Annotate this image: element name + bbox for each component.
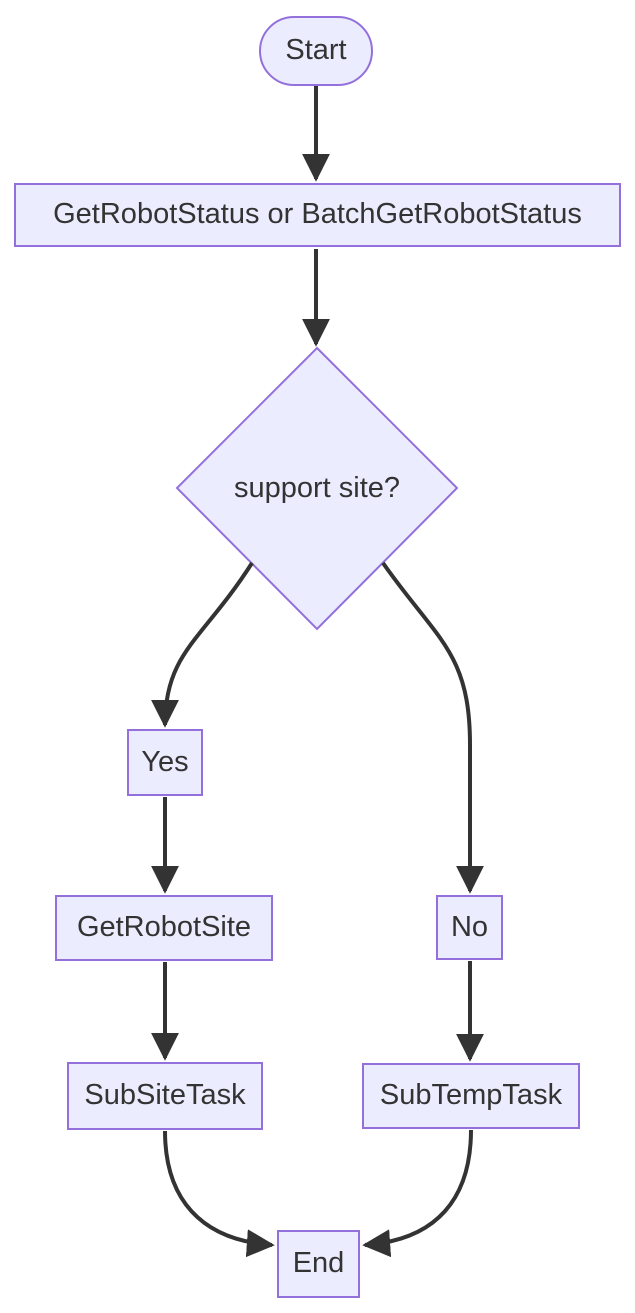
node-start: Start [259, 16, 373, 86]
node-support-site-decision-label: support site? [233, 471, 401, 504]
node-no: No [436, 895, 503, 960]
node-yes: Yes [127, 729, 203, 796]
edge-subsite-to-end [163, 1130, 275, 1258]
edge-support-to-no [381, 561, 484, 894]
node-sub-temp-task: SubTempTask [362, 1063, 580, 1129]
node-get-robot-site: GetRobotSite [55, 895, 273, 961]
edge-support-to-yes [151, 561, 254, 728]
edge-subtemp-to-end [362, 1129, 473, 1258]
node-sub-site-task: SubSiteTask [67, 1062, 263, 1130]
node-end: End [277, 1230, 360, 1298]
node-get-robot-status: GetRobotStatus or BatchGetRobotStatus [14, 183, 621, 247]
decision-diamond-shape [175, 346, 459, 631]
